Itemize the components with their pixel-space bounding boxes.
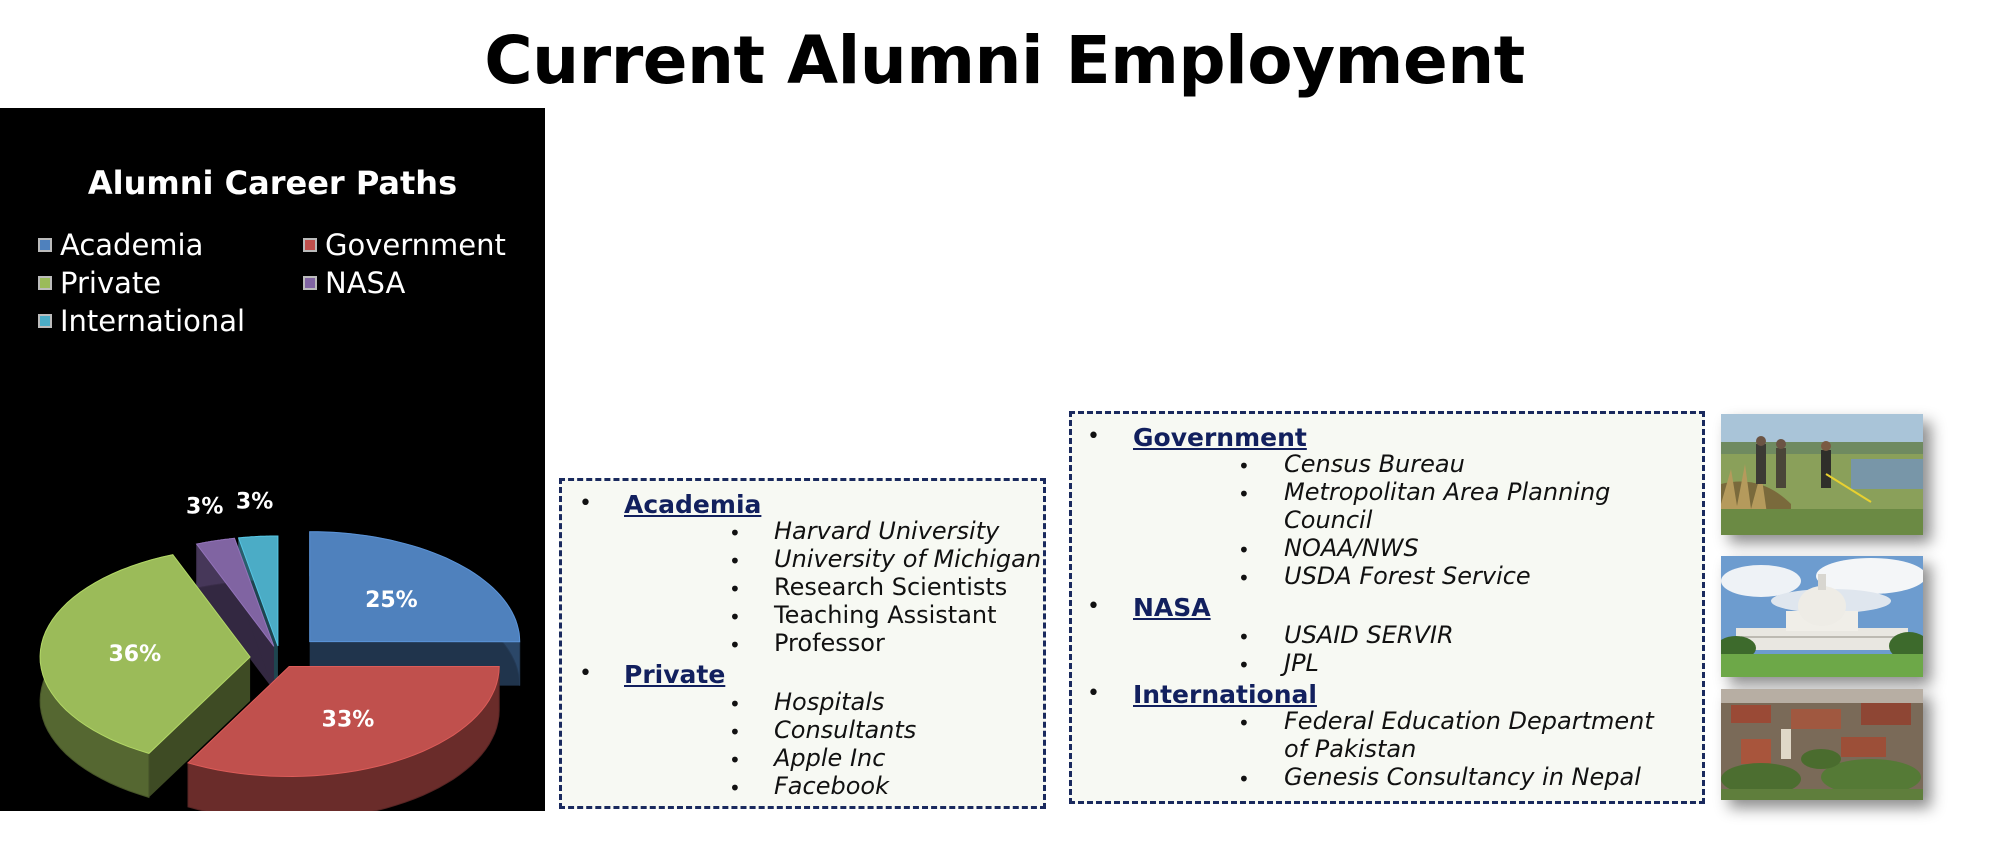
list-item: Federal Education Department of Pakistan	[1284, 707, 1654, 763]
bullet: •	[1087, 681, 1100, 706]
capitol-building-photo	[1721, 556, 1923, 677]
list-item: University of Michigan	[774, 545, 1042, 573]
legend-label-nasa: NASA	[325, 266, 406, 300]
bullet: •	[729, 776, 741, 800]
data-label-international: 3%	[236, 490, 273, 515]
pie-slice-government	[187, 665, 500, 811]
page-title: Current Alumni Employment	[484, 22, 1525, 99]
bullet: •	[1238, 454, 1250, 478]
legend-item-government: Government	[303, 228, 506, 262]
bullet: •	[729, 720, 741, 744]
bullet: •	[1238, 711, 1250, 735]
list-item: Facebook	[774, 772, 889, 800]
pie-slice-nasa	[195, 537, 275, 691]
bullet: •	[579, 491, 592, 516]
list-item: Census Bureau	[1284, 450, 1465, 478]
legend-swatch-private	[38, 276, 52, 290]
legend-item-private: Private	[38, 266, 161, 300]
pie-slice-top	[309, 531, 521, 643]
list-item: Consultants	[774, 716, 917, 744]
category-government: Government	[1133, 423, 1307, 452]
category-nasa: NASA	[1133, 593, 1211, 622]
legend-swatch-academia	[38, 238, 52, 252]
pie-slice-top	[39, 554, 251, 754]
bullet: •	[729, 748, 741, 772]
campus-aerial-photo	[1721, 689, 1923, 800]
legend-label-private: Private	[60, 266, 162, 300]
list-item: USDA Forest Service	[1284, 562, 1531, 590]
list-item: USAID SERVIR	[1284, 621, 1454, 649]
list-item: Harvard University	[774, 517, 1000, 545]
legend-item-academia: Academia	[38, 228, 203, 262]
bullet: •	[729, 521, 741, 545]
list-box-academia-private: • Academia • Harvard University • Univer…	[559, 478, 1046, 809]
data-label-private: 36%	[108, 642, 161, 667]
bullet: •	[579, 661, 592, 686]
list-item: JPL	[1284, 649, 1319, 677]
bullet: •	[729, 577, 741, 601]
data-label-government: 33%	[322, 708, 375, 733]
bullet: •	[1087, 594, 1100, 619]
list-item: Professor	[774, 629, 885, 657]
list-item: Teaching Assistant	[774, 601, 997, 629]
legend-swatch-government	[303, 238, 317, 252]
data-label-academia: 25%	[365, 588, 418, 613]
bullet: •	[1238, 538, 1250, 562]
list-item: Metropolitan Area Planning Council	[1284, 478, 1611, 534]
bullet: •	[1238, 653, 1250, 677]
category-international: International	[1133, 680, 1317, 709]
data-label-nasa: 3%	[186, 495, 223, 520]
bullet: •	[1087, 424, 1100, 449]
category-private: Private	[624, 660, 726, 689]
pie-chart: 25% 33% 36% 3% 3%	[39, 490, 521, 811]
legend-label-international: International	[60, 304, 246, 338]
list-item: Research Scientists	[774, 573, 1008, 601]
category-academia: Academia	[624, 490, 762, 519]
list-box-gov-nasa-intl: • Government • Census Bureau • Metropoli…	[1069, 411, 1705, 804]
bullet: •	[1238, 566, 1250, 590]
chart-title: Alumni Career Paths	[87, 164, 458, 202]
legend-label-government: Government	[325, 228, 506, 262]
pie-chart-panel: Alumni Career Paths Academia Government …	[0, 108, 545, 811]
pie-slice-top	[195, 537, 275, 647]
bullet: •	[729, 549, 741, 573]
pie-slice-private	[39, 554, 251, 799]
pie-slice-top	[237, 535, 279, 647]
legend-swatch-international	[38, 314, 52, 328]
pie-slice-top	[187, 665, 500, 778]
field-research-photo	[1721, 414, 1923, 535]
legend-label-academia: Academia	[60, 228, 204, 262]
list-item: Hospitals	[774, 688, 885, 716]
list-item: Apple Inc	[774, 744, 886, 772]
pie-slice-wall	[148, 656, 251, 798]
bullet: •	[1238, 625, 1250, 649]
legend-swatch-nasa	[303, 276, 317, 290]
bullet: •	[729, 692, 741, 716]
legend-item-nasa: NASA	[303, 266, 405, 300]
bullet: •	[1238, 482, 1250, 506]
bullet: •	[1238, 767, 1250, 791]
list-item: Genesis Consultancy in Nepal	[1284, 763, 1641, 791]
legend-item-international: International	[38, 304, 245, 338]
bullet: •	[729, 605, 741, 629]
bullet: •	[729, 633, 741, 657]
list-item: NOAA/NWS	[1284, 534, 1419, 562]
